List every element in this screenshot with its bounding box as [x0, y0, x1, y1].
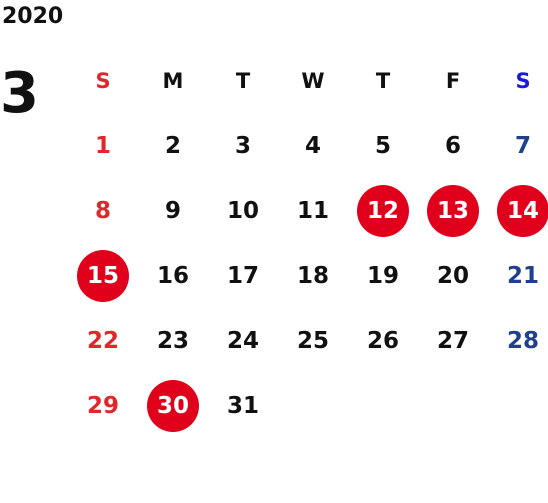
weekday-header-sun: S — [95, 68, 111, 93]
day-number: 17 — [226, 262, 259, 289]
day-cell — [418, 373, 488, 438]
weekday-header-fri: F — [445, 68, 461, 93]
day-number: 19 — [366, 262, 399, 289]
day-number: 9 — [164, 197, 181, 224]
day-number: 3 — [234, 132, 251, 159]
day-cell: 9 — [138, 178, 208, 243]
day-cell: 2 — [138, 113, 208, 178]
year-label: 2020 — [2, 4, 64, 29]
day-cell: 15 — [68, 243, 138, 308]
day-number: 10 — [226, 197, 259, 224]
day-cell: 21 — [488, 243, 548, 308]
day-cell: 30 — [138, 373, 208, 438]
day-number: 24 — [226, 327, 259, 354]
day-cell: 24 — [208, 308, 278, 373]
day-cell: 10 — [208, 178, 278, 243]
day-number: 18 — [296, 262, 329, 289]
day-cell: 8 — [68, 178, 138, 243]
day-number: 16 — [156, 262, 189, 289]
month-label: 3 — [0, 61, 39, 126]
day-cell: 19 — [348, 243, 418, 308]
day-cell: 23 — [138, 308, 208, 373]
day-cell: 14 — [488, 178, 548, 243]
day-cell: 18 — [278, 243, 348, 308]
day-number-highlighted: 15 — [77, 249, 129, 302]
day-number: 28 — [506, 327, 539, 354]
day-number: 31 — [226, 392, 259, 419]
day-cell: 29 — [68, 373, 138, 438]
day-number: 5 — [374, 132, 391, 159]
day-number: 2 — [164, 132, 181, 159]
day-number: 27 — [436, 327, 469, 354]
day-cell — [488, 373, 548, 438]
day-cell: 6 — [418, 113, 488, 178]
day-number: 26 — [366, 327, 399, 354]
day-cell: 11 — [278, 178, 348, 243]
day-number: 25 — [296, 327, 329, 354]
day-number: 7 — [514, 132, 531, 159]
day-number: 6 — [444, 132, 461, 159]
day-number: 22 — [86, 327, 119, 354]
day-cell: 7 — [488, 113, 548, 178]
weekday-header-sat: S — [515, 68, 531, 93]
day-number: 8 — [94, 197, 111, 224]
weekday-header-tue: T — [235, 68, 251, 93]
day-number: 23 — [156, 327, 189, 354]
day-cell: 16 — [138, 243, 208, 308]
day-number: 1 — [94, 132, 111, 159]
day-cell: 4 — [278, 113, 348, 178]
day-cell: 31 — [208, 373, 278, 438]
day-number-highlighted: 12 — [357, 184, 409, 237]
day-number-highlighted: 13 — [427, 184, 479, 237]
day-number: 20 — [436, 262, 469, 289]
weekday-header-thu: T — [375, 68, 391, 93]
day-number: 21 — [506, 262, 539, 289]
day-number-highlighted: 30 — [147, 379, 199, 432]
day-cell: 22 — [68, 308, 138, 373]
day-cell: 13 — [418, 178, 488, 243]
day-cell — [278, 373, 348, 438]
day-cell: 27 — [418, 308, 488, 373]
weekday-header-wed: W — [301, 68, 325, 93]
day-number: 4 — [304, 132, 321, 159]
day-cell: 5 — [348, 113, 418, 178]
day-cell: 17 — [208, 243, 278, 308]
day-number-highlighted: 14 — [497, 184, 548, 237]
day-cell: 26 — [348, 308, 418, 373]
weekday-header-mon: M — [162, 68, 184, 93]
calendar-grid: S M T W T F S 1 2 3 4 5 6 7 8 9 10 11 12… — [68, 48, 548, 438]
day-cell: 12 — [348, 178, 418, 243]
day-cell: 28 — [488, 308, 548, 373]
day-number: 11 — [296, 197, 329, 224]
day-cell: 1 — [68, 113, 138, 178]
day-cell: 25 — [278, 308, 348, 373]
day-cell — [348, 373, 418, 438]
day-cell: 20 — [418, 243, 488, 308]
day-cell: 3 — [208, 113, 278, 178]
day-number: 29 — [86, 392, 119, 419]
